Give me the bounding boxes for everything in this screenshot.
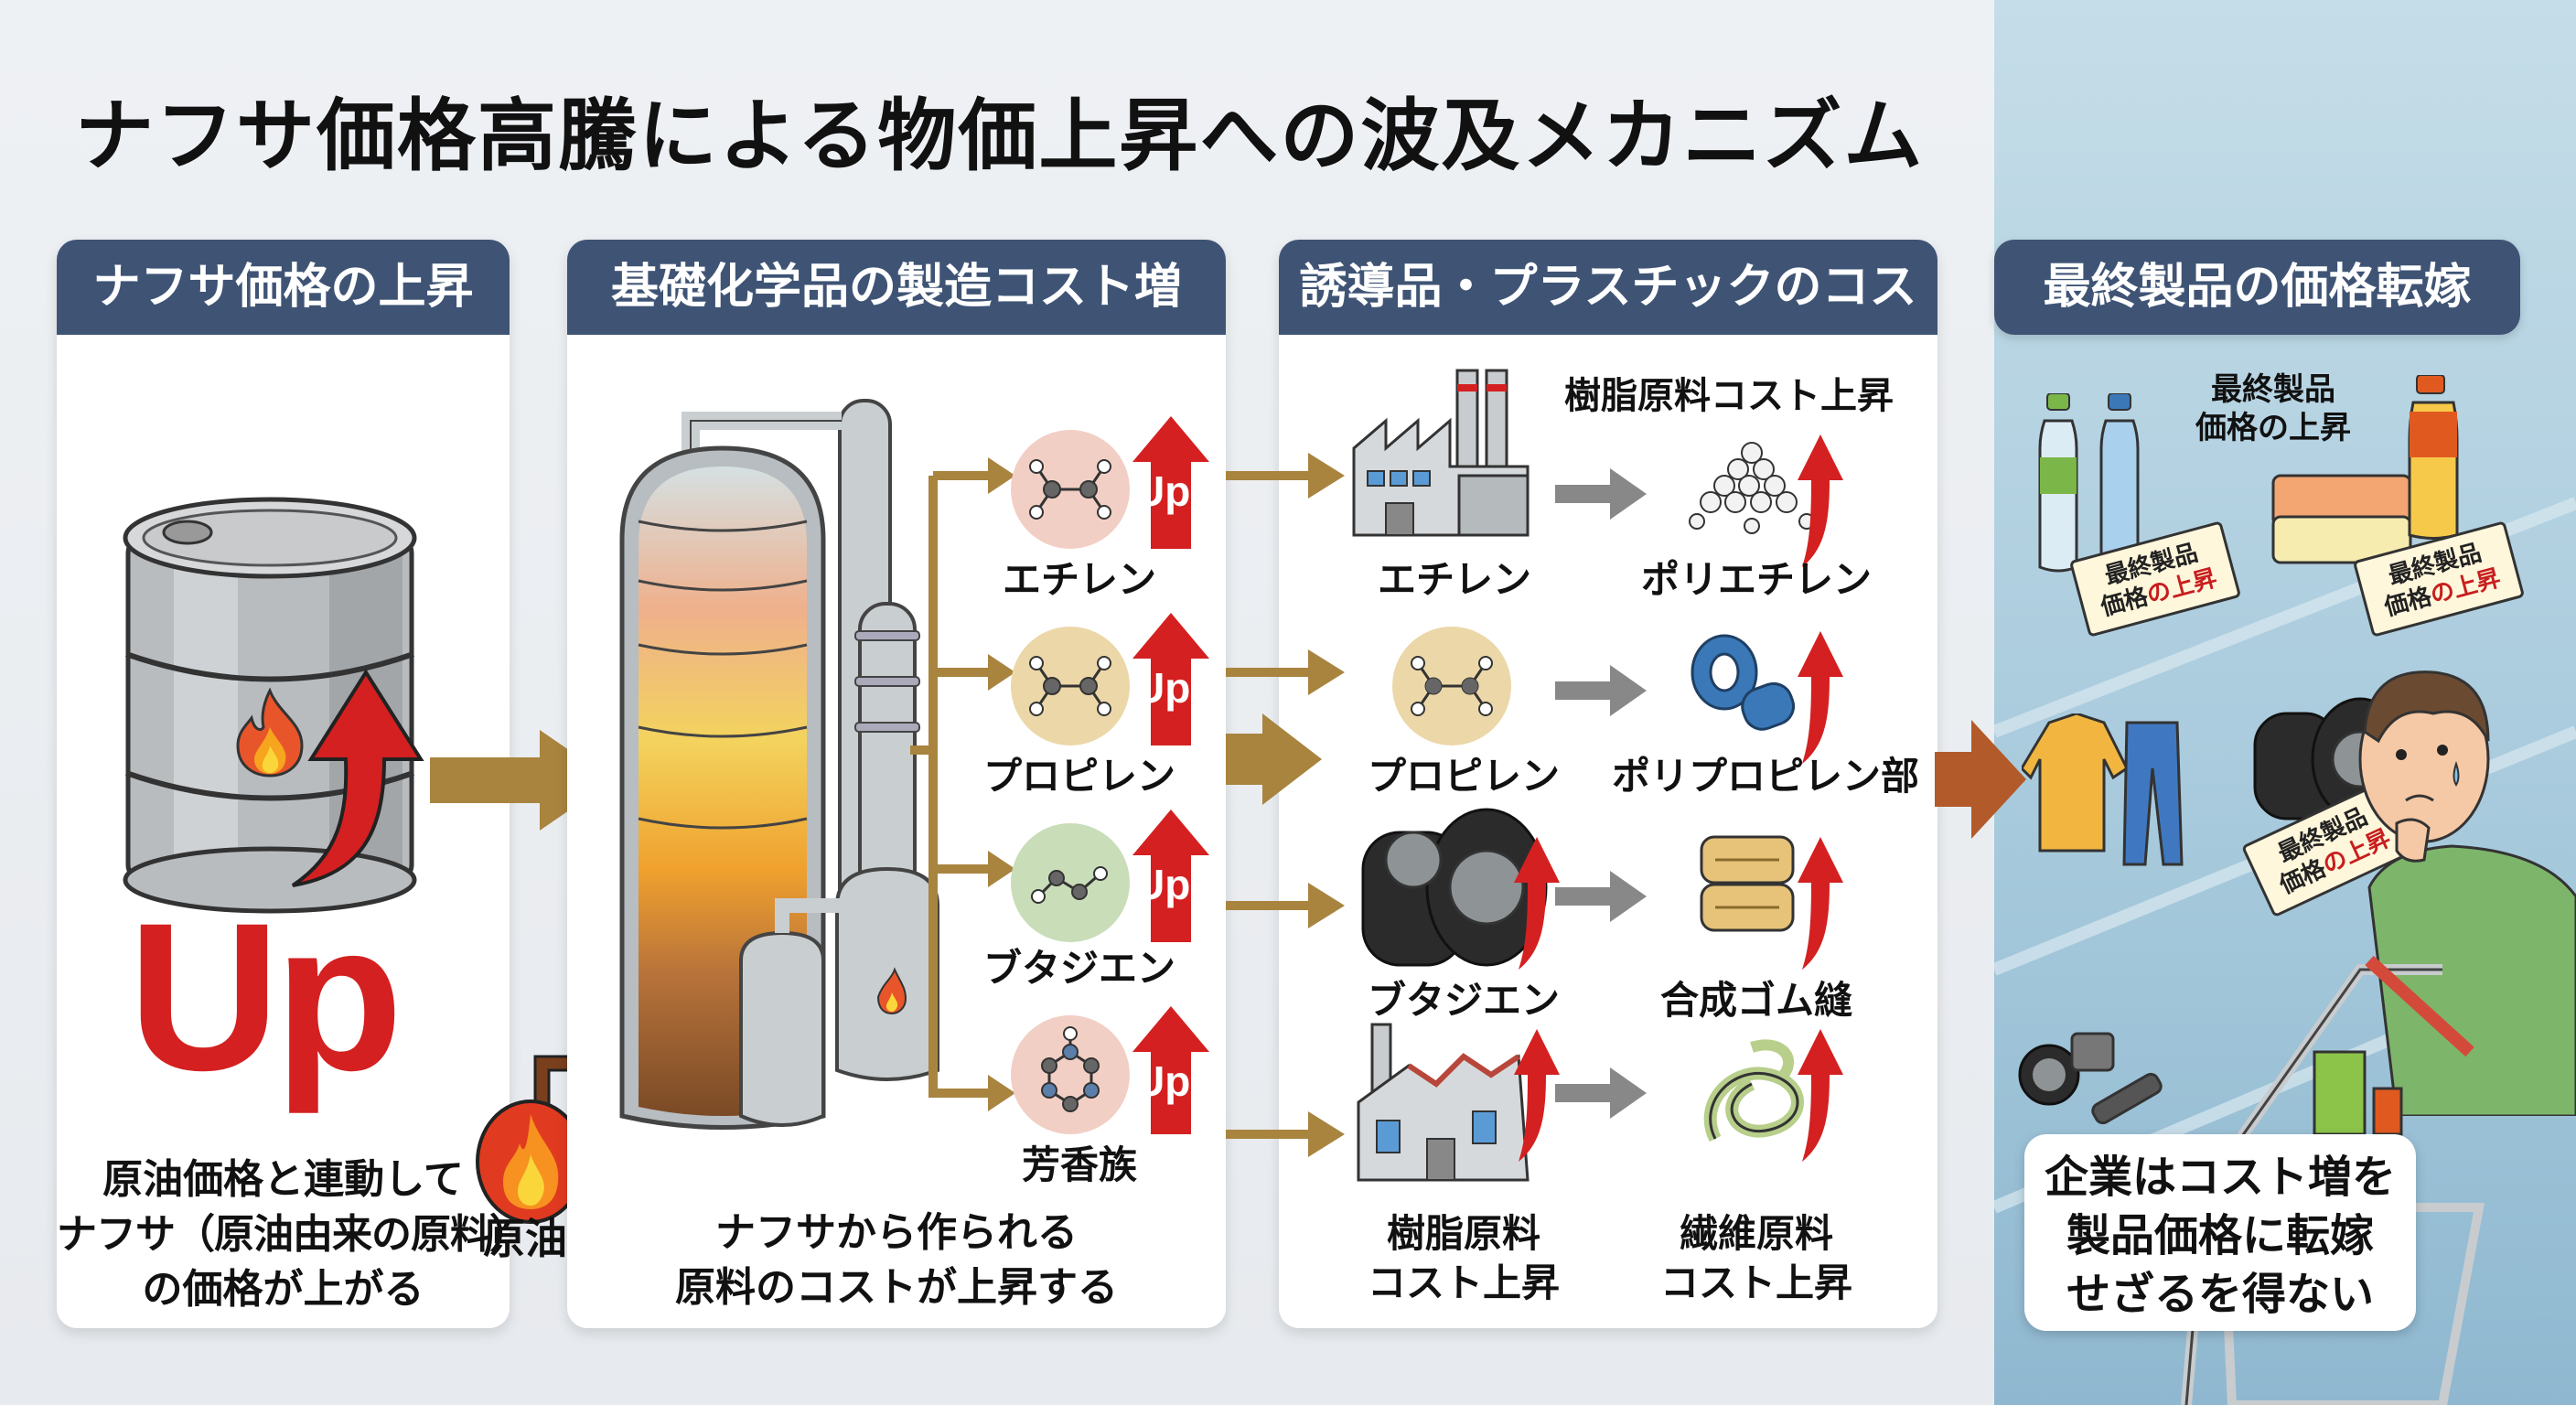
clothing-icon [2022, 713, 2184, 866]
summary-line: 企業はコスト増を [2044, 1152, 2396, 1203]
derivative-source-label: ブタジエン [1367, 978, 1560, 1023]
chemical-label-propylene: プロピレン [982, 754, 1175, 799]
flame-icon [236, 687, 304, 778]
page-title: ナフサ価格高騰による物価上昇への波及メカニズム [75, 91, 1925, 182]
derivative-source-label: 樹脂原料 コスト上昇 [1354, 1209, 1573, 1308]
column-header: 誘導品・プラスチックのコスト増 [1279, 240, 1937, 410]
caption-line: の価格が上がる [142, 1266, 424, 1313]
column-header: ナフサ価格の上昇 [57, 240, 510, 335]
column-header: 基礎化学品の製造コスト増 [567, 240, 1226, 335]
plastic-bottles-icon [2038, 393, 2140, 573]
note-line: 価格の上昇 [2195, 410, 2351, 446]
up-badge-icon [1132, 416, 1209, 1134]
final-summary-box: 企業はコスト増を 製品価格に転嫁 せざるを得ない [2024, 1134, 2416, 1331]
column-header-final-products: 最終製品の価格転嫁 [1994, 240, 2520, 335]
branch-flow-lines [910, 457, 1015, 1111]
up-badge-label: Up [1134, 664, 1191, 712]
up-badge-label: Up [1134, 1057, 1191, 1105]
chemical-label-aromatics: 芳香族 [1021, 1142, 1137, 1187]
summary-line: 製品価格に転嫁 [2066, 1210, 2374, 1261]
note-line: 最終製品 [2211, 371, 2335, 408]
oil-barrel-icon [123, 497, 417, 914]
crude-oil-fire-icon [476, 1099, 585, 1224]
caption-line: 原油価格と連動して [102, 1156, 464, 1203]
car-parts-icon [2018, 1032, 2163, 1125]
chemical-label-ethylene: エチレン [1002, 557, 1156, 602]
up-label: Up [125, 879, 406, 1114]
caption-line: 原料のコストが上昇する [675, 1264, 1118, 1311]
factory-icon [1352, 369, 1530, 537]
flow-arrows-into-derivatives [1226, 453, 1345, 1157]
conversion-arrows-icon [1555, 468, 1647, 1119]
up-badge-label: Up [1134, 861, 1191, 908]
derivative-source-label: エチレン [1377, 557, 1531, 602]
cost-increase-arrows-icon [1514, 434, 1843, 1162]
crude-oil-label: 原油 [483, 1214, 567, 1263]
summary-line: せざるを得ない [2066, 1269, 2374, 1320]
derivative-product-label: ポリエチレン [1640, 557, 1872, 602]
distillation-tower-icon [619, 399, 939, 1130]
label-line: 繊維原料 [1679, 1211, 1833, 1256]
caption-line: ナフサ（原油由来の原料） [57, 1211, 530, 1258]
label-line: コスト上昇 [1659, 1260, 1852, 1305]
food-containers-icon [2271, 474, 2412, 564]
polyethylene-pellets-icon [1689, 442, 1815, 534]
synthetic-rubber-bales-icon [1700, 835, 1795, 932]
label-line: 樹脂原料 [1386, 1211, 1540, 1256]
butadiene-molecule-icon [1011, 823, 1130, 942]
final-flow-arrow-icon [1935, 720, 2026, 839]
resin-cost-note: 樹脂原料コスト上昇 [1564, 375, 1894, 417]
derivative-product-label: 繊維原料 コスト上昇 [1647, 1209, 1866, 1308]
up-badge-label: Up [1134, 467, 1191, 515]
resin-factory-icon [1357, 1023, 1530, 1182]
polypropylene-parts-icon [1690, 634, 1796, 731]
derivative-product-label: 合成ゴム縫 [1659, 978, 1852, 1023]
derivative-source-label: プロピレン [1367, 754, 1560, 799]
molecule-structures [1029, 459, 1111, 1112]
rising-price-arrow-icon [291, 669, 424, 887]
fiber-yarn-icon [1703, 1039, 1804, 1142]
final-price-note: 最終製品 価格の上昇 [2195, 370, 2351, 447]
caption-line: ナフサから作られる [715, 1209, 1078, 1256]
chemical-label-butadiene: ブタジエン [982, 946, 1175, 991]
chemical-item-butadiene [1011, 823, 1130, 942]
tires-icon [1361, 808, 1548, 967]
propylene-structure-icon [1411, 656, 1493, 716]
column-caption: ナフサから作られる 原料のコストが上昇する [567, 1206, 1226, 1315]
worried-shopper-icon [2358, 670, 2576, 1116]
label-line: コスト上昇 [1367, 1260, 1560, 1305]
derivative-product-label: ポリプロピレン部 [1611, 754, 1919, 799]
column-caption: 原油価格と連動して ナフサ（原油由来の原料） の価格が上がる [57, 1153, 530, 1317]
juice-bottle-icon [2408, 375, 2459, 540]
